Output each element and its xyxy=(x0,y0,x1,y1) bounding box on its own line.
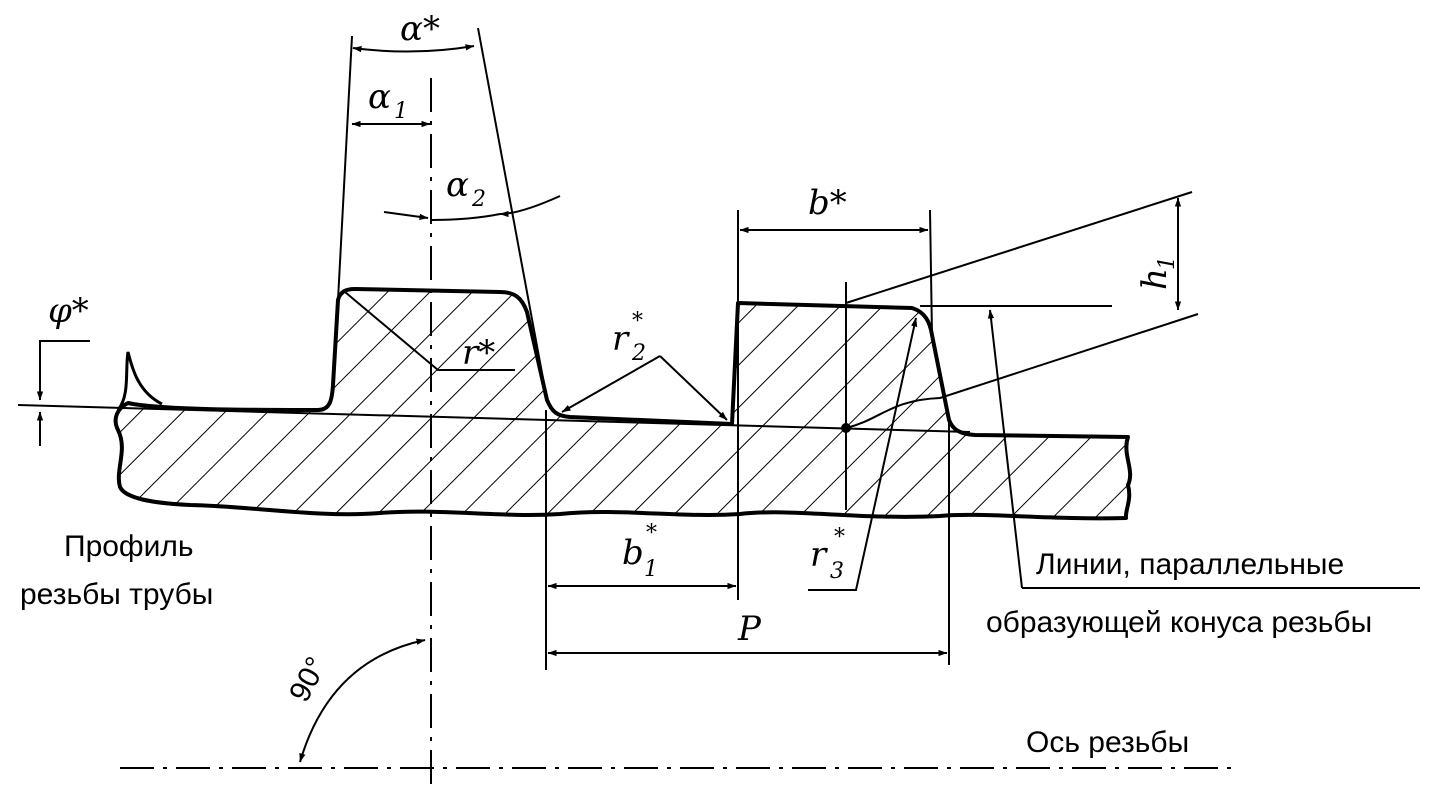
phi-star-label: φ* xyxy=(48,291,89,331)
b-star-label: b* xyxy=(808,183,847,223)
r-star-leader xyxy=(344,291,515,371)
alpha2-arc-inner xyxy=(430,213,501,221)
pipe-thread-body xyxy=(113,287,1133,521)
profile-caption-line2: резьбы трубы xyxy=(20,578,213,611)
r2-star-leader-left xyxy=(561,355,661,413)
thread-axis-caption: Ось резьбы xyxy=(1026,726,1189,759)
r2-label: r xyxy=(612,319,630,359)
tooth2-right-extension xyxy=(929,209,933,336)
alpha2-subscript: 2 xyxy=(471,187,486,212)
tooth2-center-point xyxy=(841,423,851,433)
alpha2-dimension xyxy=(383,211,429,220)
r3-star-mark: * xyxy=(834,525,845,550)
parallel-caption-line1: Линии, параллельные xyxy=(1036,548,1344,581)
alpha1-subscript: 1 xyxy=(394,99,408,124)
r3-label: r xyxy=(810,535,828,575)
right-angle-arc xyxy=(299,638,426,763)
cone-parallel-line-lower xyxy=(845,313,1199,429)
r2-star-mark: * xyxy=(632,309,643,334)
r2-star-leader-right xyxy=(659,355,728,421)
flank1-extension xyxy=(337,35,353,301)
parallel-lines-leader xyxy=(987,309,1023,589)
r3-star-leader xyxy=(808,317,918,591)
r-star-label: r* xyxy=(462,333,495,373)
right-angle-label: 90° xyxy=(283,652,333,708)
r3-subscript: 3 xyxy=(830,559,844,584)
alpha-star-label: α* xyxy=(400,9,440,49)
cone-parallel-line-upper xyxy=(845,191,1193,304)
h1-subscript: 1 xyxy=(1155,256,1180,270)
alpha2-arc xyxy=(499,195,561,218)
h1-label: h xyxy=(1135,268,1175,290)
b1-subscript: 1 xyxy=(644,557,658,582)
parallel-caption-line2: образующей конуса резьбы xyxy=(986,606,1372,639)
left-fillet-curl xyxy=(116,351,163,411)
alpha-star-dimension xyxy=(352,44,475,53)
alpha2-label: α xyxy=(446,165,469,205)
phi-star-leader xyxy=(39,340,90,360)
alpha1-label: α xyxy=(368,77,391,117)
r2-subscript: 2 xyxy=(631,341,646,366)
thread-generatrix-line xyxy=(17,404,971,433)
b1-star-mark: * xyxy=(646,521,657,546)
flank2-extension xyxy=(477,27,548,401)
profile-caption-line1: Профиль xyxy=(64,530,194,563)
b1-label: b xyxy=(622,533,644,573)
pitch-label: P xyxy=(737,609,762,649)
